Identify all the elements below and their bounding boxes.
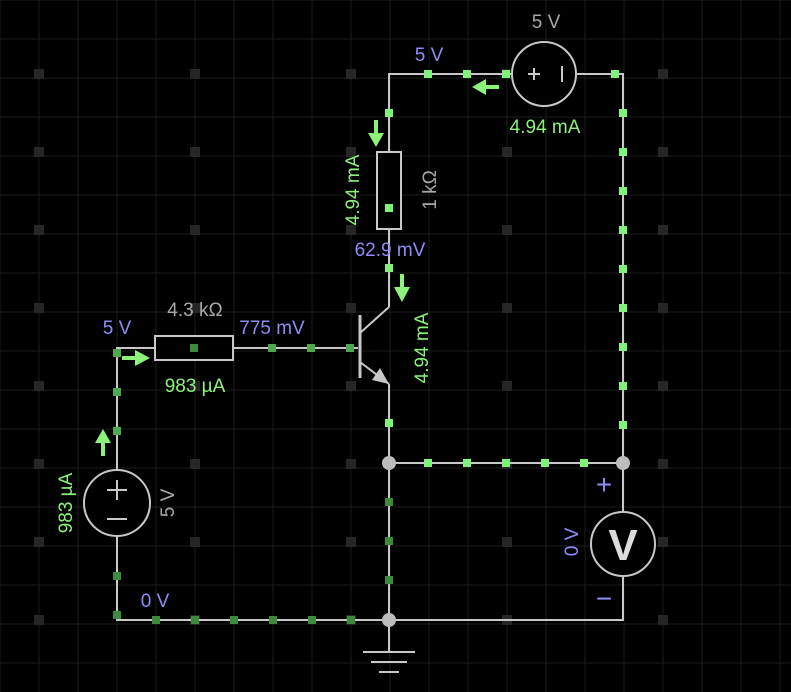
base-left-voltage: 5 V (103, 318, 132, 339)
transistor-collector-current: 4.94 mA (412, 312, 433, 383)
flow-dot (619, 187, 627, 195)
flow-dot (230, 616, 238, 624)
flow-dot (463, 459, 471, 467)
top-source-current: 4.94 mA (510, 117, 581, 138)
top-node-voltage: 5 V (415, 45, 444, 66)
flow-dot (190, 344, 198, 352)
flow-dot (502, 459, 510, 467)
voltmeter-plus: + (596, 469, 612, 500)
wires (116, 73, 624, 652)
flow-dot (385, 264, 393, 272)
flow-dot (619, 148, 627, 156)
flow-dot (113, 427, 121, 435)
flow-dot (269, 616, 277, 624)
flow-dot (619, 226, 627, 234)
flow-dot (113, 611, 121, 619)
flow-dot (268, 344, 276, 352)
collector-resistor-current: 4.94 mA (343, 154, 364, 225)
voltmeter[interactable]: V (590, 511, 656, 577)
flow-dot (580, 459, 588, 467)
arrow-collector-resistor (368, 120, 384, 147)
flow-dot (191, 616, 199, 624)
flow-dot (619, 109, 627, 117)
flow-dot (611, 70, 619, 78)
flow-dot (385, 498, 393, 506)
flow-dot (619, 421, 627, 429)
voltmeter-glyph: V (608, 521, 638, 570)
voltmeter-reading: 0 V (562, 527, 583, 556)
current-arrows (95, 79, 499, 456)
base-resistor-current: 983 µA (165, 376, 226, 397)
flow-dot (346, 344, 354, 352)
collector-resistor-value: 1 kΩ (420, 170, 441, 210)
wire-left-source-top[interactable] (116, 347, 155, 470)
flow-dot (308, 616, 316, 624)
voltmeter-minus: − (596, 583, 612, 614)
flow-dot (385, 204, 393, 212)
flow-dot (619, 265, 627, 273)
wire-top-right[interactable] (576, 73, 624, 463)
flow-dot (385, 537, 393, 545)
ground-voltage: 0 V (141, 591, 170, 612)
flow-dot (541, 459, 549, 467)
flow-dot (152, 616, 160, 624)
base-resistor-value: 4.3 kΩ (167, 300, 222, 321)
arrow-top-source (472, 79, 499, 95)
flow-dot (113, 572, 121, 580)
flow-dot (463, 70, 471, 78)
ground-symbol[interactable] (363, 651, 415, 673)
flow-dot (619, 304, 627, 312)
ground-junction (382, 613, 396, 627)
left-source-label: 5 V (158, 488, 179, 517)
flow-dot (424, 70, 432, 78)
flow-dot (619, 382, 627, 390)
arrow-base-resistor (122, 350, 150, 366)
dc-source-left[interactable] (83, 469, 151, 537)
flow-dot (502, 70, 510, 78)
wire-bottom[interactable] (116, 537, 389, 621)
dc-source-top[interactable] (511, 41, 577, 107)
arrow-collector (394, 274, 410, 302)
npn-transistor[interactable] (358, 306, 390, 385)
meter-top-junction (616, 456, 630, 470)
flow-dot (385, 109, 393, 117)
collector-resistor[interactable] (376, 151, 402, 230)
flow-dot (385, 419, 393, 427)
base-right-voltage: 775 mV (239, 318, 305, 339)
flow-dot (385, 576, 393, 584)
collector-node-voltage: 62.9 mV (355, 240, 426, 261)
flow-dot (113, 349, 121, 357)
flow-dot (619, 343, 627, 351)
flow-dot (424, 459, 432, 467)
arrow-left-source (95, 429, 111, 456)
flow-dot (307, 344, 315, 352)
top-source-label: 5 V (532, 12, 561, 33)
junctions (382, 456, 630, 627)
flow-dot (347, 616, 355, 624)
flow-dot (113, 388, 121, 396)
wire-meter-bottom[interactable] (389, 577, 624, 621)
emitter-junction (382, 456, 396, 470)
left-source-current: 983 µA (56, 472, 77, 533)
